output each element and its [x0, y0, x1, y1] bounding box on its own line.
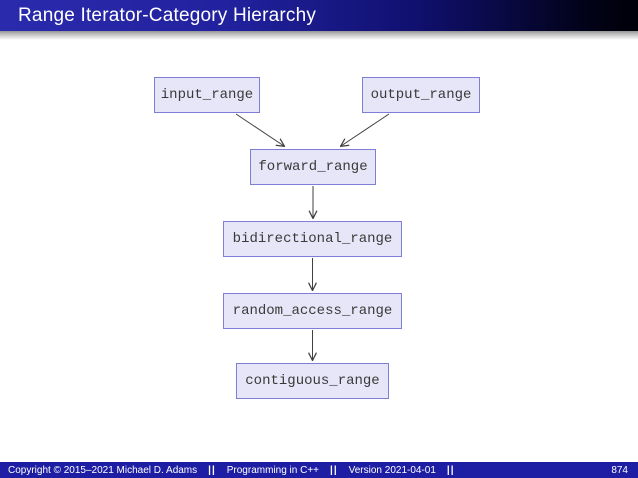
title-bar-shadow	[0, 31, 638, 40]
footer-separator: ||	[446, 464, 455, 476]
footer-course: Programming in C++	[226, 464, 320, 476]
title-bar: Range Iterator-Category Hierarchy	[0, 0, 638, 31]
node-input-range: input_range	[154, 77, 260, 113]
page-title: Range Iterator-Category Hierarchy	[18, 5, 317, 26]
node-forward-range: forward_range	[250, 149, 376, 185]
footer-version: Version 2021-04-01	[348, 464, 436, 476]
footer-separator: ||	[208, 464, 216, 476]
edge-input-to-forward	[235, 113, 284, 146]
node-output-range: output_range	[362, 77, 480, 113]
footer-bar: Copyright © 2015–2021 Michael D. Adams |…	[0, 462, 638, 478]
footer-copyright: Copyright © 2015–2021 Michael D. Adams	[8, 464, 198, 476]
node-bidirectional-range: bidirectional_range	[223, 221, 402, 257]
node-random-access-range: random_access_range	[223, 293, 402, 329]
node-contiguous-range: contiguous_range	[236, 363, 389, 399]
footer-page-number: 874	[611, 464, 628, 476]
footer-separator: ||	[330, 464, 338, 476]
edge-output-to-forward	[341, 113, 390, 146]
